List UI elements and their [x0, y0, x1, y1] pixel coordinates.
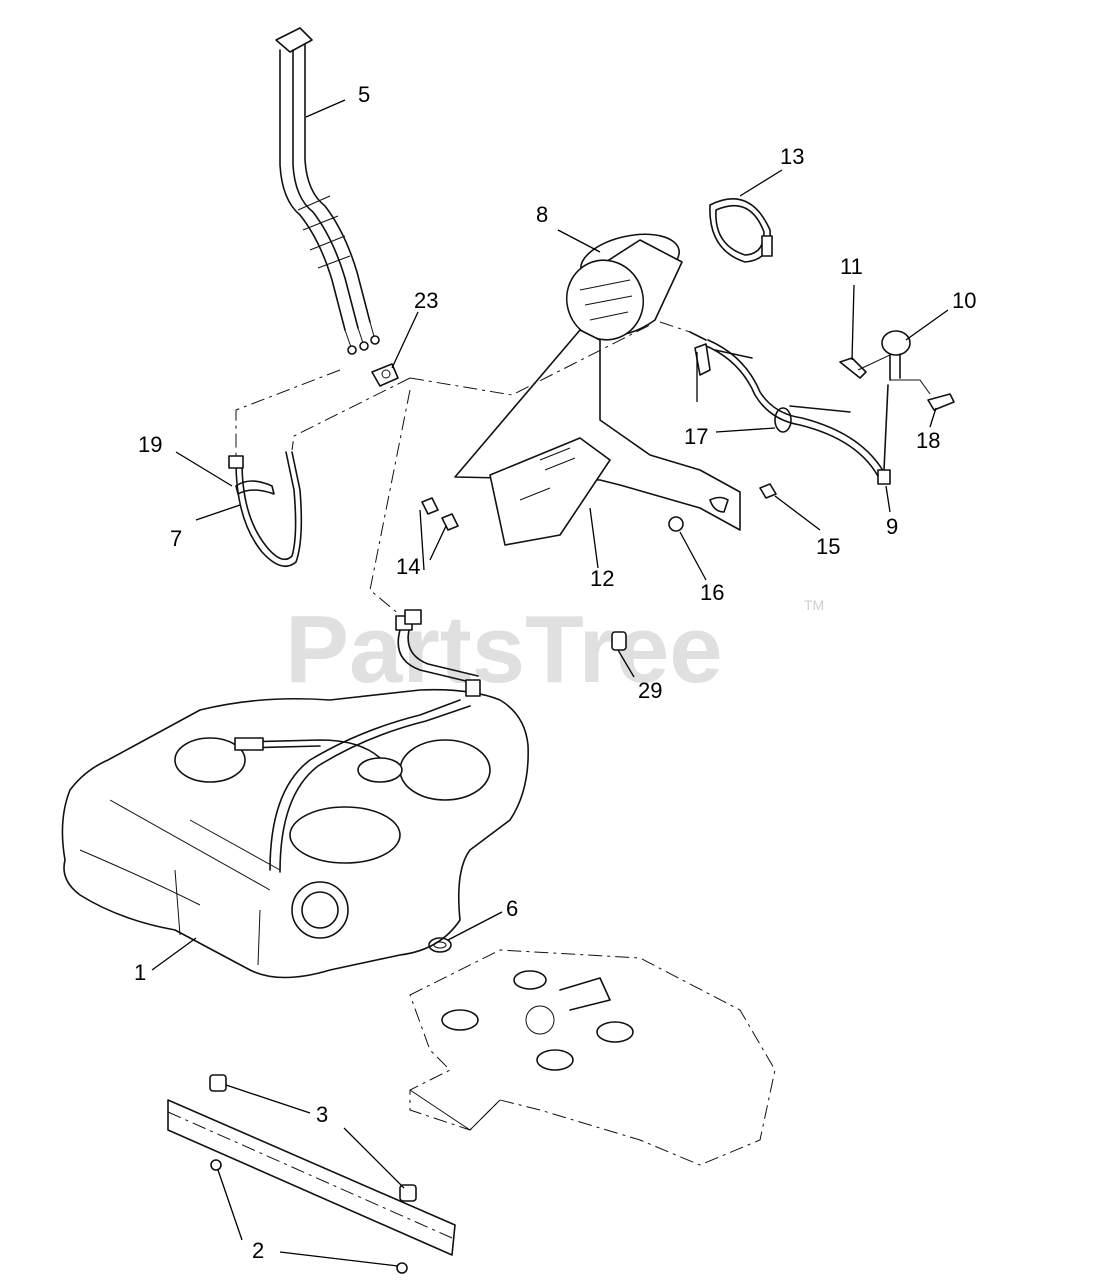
part-17-vent-hose — [689, 331, 887, 481]
part-9-fitting — [877, 384, 891, 485]
watermark-brand: PartsTree — [285, 596, 723, 703]
callout-2: 2 — [252, 1238, 264, 1263]
callout-6: 6 — [506, 896, 518, 921]
callout-23: 23 — [414, 288, 438, 313]
callout-9: 9 — [886, 514, 898, 539]
callout-8: 8 — [536, 202, 548, 227]
alignment-lines — [235, 321, 691, 616]
fuel-lines-to-tank — [395, 609, 481, 697]
callout-5: 5 — [358, 82, 370, 107]
callout-15: 15 — [816, 534, 840, 559]
part-2-nuts — [210, 1159, 408, 1274]
part-6-clamp — [428, 937, 452, 953]
part-14-bolts — [421, 497, 459, 531]
watermark-trademark: TM — [804, 597, 824, 613]
part-10-vent-cap — [881, 330, 931, 395]
part-15-bolt — [759, 483, 777, 499]
part-5-filler-hose — [275, 27, 380, 355]
part-3-bumpers — [209, 1074, 417, 1202]
callout-3: 3 — [316, 1102, 328, 1127]
part-8-canister — [565, 233, 683, 341]
part-19-hose-clamp — [228, 455, 275, 495]
callout-7: 7 — [170, 526, 182, 551]
part-1-fuel-tank — [61, 688, 529, 979]
part-29-spacer — [611, 631, 627, 651]
part-12-bracket — [454, 329, 741, 546]
callout-1: 1 — [134, 960, 146, 985]
part-16-nut — [668, 516, 684, 532]
part-11-fitting — [839, 354, 891, 379]
base-strip — [167, 1099, 456, 1256]
callout-16: 16 — [700, 580, 724, 605]
part-13-strap — [709, 198, 773, 263]
part-23-clip — [371, 363, 399, 387]
callout-29: 29 — [638, 678, 662, 703]
callout-13: 13 — [780, 144, 804, 169]
callout-14: 14 — [396, 554, 420, 579]
part-7-hose — [235, 451, 303, 568]
mounting-plate — [409, 949, 776, 1166]
part-18-fitting — [927, 393, 955, 411]
callout-12: 12 — [590, 566, 614, 591]
callout-10: 10 — [952, 288, 976, 313]
callouts: 5 23 19 7 8 13 11 10 17 18 9 15 16 12 14… — [134, 82, 976, 1263]
callout-11: 11 — [840, 254, 863, 279]
callout-17: 17 — [684, 424, 708, 449]
leader-lines — [151, 99, 949, 1267]
callout-18: 18 — [916, 428, 940, 453]
callout-19: 19 — [138, 432, 162, 457]
